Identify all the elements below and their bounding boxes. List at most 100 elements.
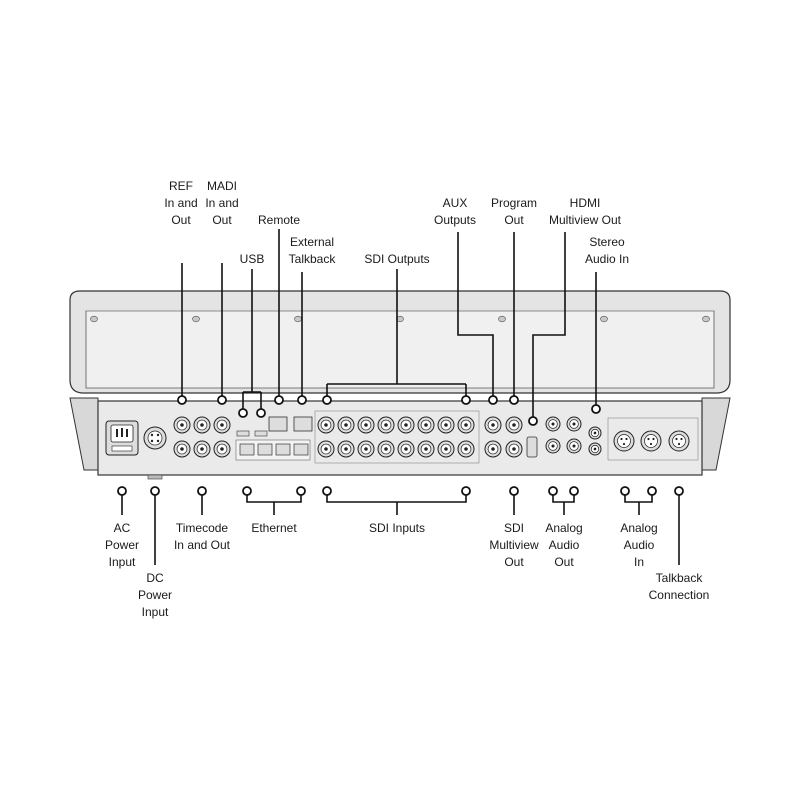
bnc-connector <box>337 416 355 434</box>
usb-port-2 <box>254 430 268 437</box>
bnc-connectors <box>173 416 690 458</box>
dc-connector <box>143 426 167 450</box>
bnc-connector <box>484 416 502 434</box>
callout-marker <box>117 486 127 496</box>
bnc-connector <box>397 416 415 434</box>
bnc-connector <box>588 442 602 456</box>
bnc-connector <box>357 440 375 458</box>
bnc-connector <box>566 416 582 432</box>
label-timecode-in-out: Timecode In and Out <box>173 521 231 552</box>
bnc-connector <box>173 416 191 434</box>
label-program-out: Program Out <box>490 196 538 227</box>
ac-inlet <box>105 420 139 456</box>
callout-marker <box>509 395 519 405</box>
callout-line <box>242 269 262 412</box>
bnc-connector <box>357 416 375 434</box>
bnc-connector <box>437 416 455 434</box>
shell-screws <box>90 315 710 323</box>
callout-marker <box>296 486 306 496</box>
label-madi: MADI In and Out <box>205 179 239 227</box>
callout-line <box>624 492 653 515</box>
bnc-connector <box>457 416 475 434</box>
label-sdi-multiview-out: SDI Multiview Out <box>489 521 539 569</box>
bnc-connector <box>377 440 395 458</box>
label-external-talkback: External Talkback <box>288 235 336 266</box>
callout-marker <box>177 395 187 405</box>
xlr-connector <box>640 430 662 452</box>
usb-port-1 <box>236 430 250 437</box>
callout-line <box>326 269 467 400</box>
callout-marker <box>528 416 538 426</box>
bnc-connector <box>588 426 602 440</box>
callout-line <box>532 232 566 421</box>
callout-marker <box>242 486 252 496</box>
talkback-port <box>293 416 313 432</box>
xlr-connector <box>613 430 635 452</box>
bnc-connector <box>505 440 523 458</box>
callout-marker <box>591 404 601 414</box>
label-dc-power-input: DC Power Input <box>137 571 173 619</box>
bnc-connector <box>377 416 395 434</box>
callout-marker <box>150 486 160 496</box>
hdmi-port <box>526 436 538 458</box>
callout-line <box>457 232 494 400</box>
callout-marker <box>322 395 332 405</box>
callout-marker <box>647 486 657 496</box>
bnc-connector <box>213 440 231 458</box>
bnc-connector <box>545 416 561 432</box>
callout-marker <box>197 486 207 496</box>
bnc-connector <box>505 416 523 434</box>
callout-marker <box>509 486 519 496</box>
label-ac-power-input: AC Power Input <box>104 521 140 569</box>
callout-marker <box>461 486 471 496</box>
callout-marker <box>256 408 266 418</box>
callout-marker <box>217 395 227 405</box>
label-aux-outputs: AUX Outputs <box>433 196 477 227</box>
bnc-connector <box>317 416 335 434</box>
bnc-connector <box>417 416 435 434</box>
label-usb: USB <box>239 252 265 266</box>
label-hdmi-multiview-out: HDMI Multiview Out <box>548 196 622 227</box>
callout-marker <box>274 395 284 405</box>
callout-marker <box>238 408 248 418</box>
bnc-connector <box>193 440 211 458</box>
xlr-connector <box>668 430 690 452</box>
bnc-connector <box>213 416 231 434</box>
label-analog-audio-out: Analog Audio Out <box>545 521 583 569</box>
label-ref: REF In and Out <box>164 179 198 227</box>
callout-line <box>552 492 575 515</box>
callout-marker <box>569 486 579 496</box>
bnc-connector <box>417 440 435 458</box>
bnc-connector <box>317 440 335 458</box>
label-stereo-audio-in: Stereo Audio In <box>584 235 630 266</box>
callout-line <box>246 492 302 515</box>
callout-marker <box>620 486 630 496</box>
callout-marker <box>297 395 307 405</box>
callout-markers <box>117 395 684 496</box>
bnc-connector <box>337 440 355 458</box>
label-talkback-connection: Talkback Connection <box>648 571 710 602</box>
callout-marker <box>461 395 471 405</box>
bnc-connector <box>437 440 455 458</box>
label-remote: Remote <box>257 213 301 227</box>
bnc-connector <box>397 440 415 458</box>
label-sdi-inputs: SDI Inputs <box>368 521 426 535</box>
callout-lines <box>121 229 680 565</box>
ethernet-block <box>235 439 311 461</box>
callout-marker <box>548 486 558 496</box>
label-sdi-outputs: SDI Outputs <box>364 252 430 266</box>
bnc-connector <box>545 438 561 454</box>
sdi-block <box>314 410 480 464</box>
callout-marker <box>488 395 498 405</box>
bnc-connector <box>457 440 475 458</box>
callout-line <box>326 492 467 515</box>
callout-marker <box>322 486 332 496</box>
bnc-connector <box>484 440 502 458</box>
label-analog-audio-in: Analog Audio In <box>620 521 658 569</box>
callout-marker <box>674 486 684 496</box>
xlr-block <box>607 417 699 461</box>
remote-port <box>268 416 288 432</box>
bnc-connector <box>193 416 211 434</box>
